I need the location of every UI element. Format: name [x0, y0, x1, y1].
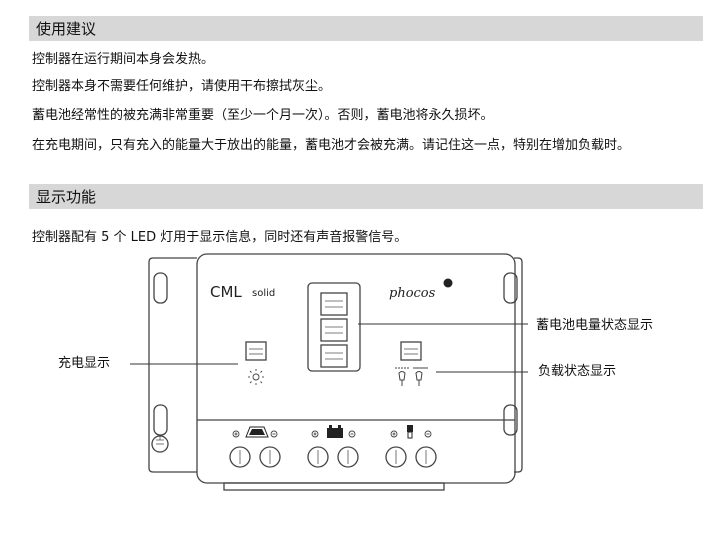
- terminal-screw-6: [415, 446, 437, 468]
- right-slot-top: [503, 272, 518, 304]
- usage-paragraph-2: 控制器本身不需要任何维护，请使用干布擦拭灰尘。: [32, 79, 332, 94]
- battery-led-1: [320, 292, 348, 316]
- model-sub-label: solid: [252, 288, 275, 299]
- left-slot-top: [153, 272, 168, 304]
- load-led: [400, 341, 422, 361]
- usage-paragraph-3: 蓄电池经常性的被充满非常重要（至少一个月一次）。否则，蓄电池将永久损坏。: [32, 108, 494, 123]
- callout-battery-status: 蓄电池电量状态显示: [536, 318, 654, 333]
- right-bracket: [514, 257, 523, 473]
- usage-paragraph-4: 在充电期间，只有充入的能量大于放出的能量，蓄电池才会被充满。请记住这一点，特别在…: [32, 138, 631, 153]
- left-bracket: [148, 257, 197, 473]
- lamp-icon: [395, 367, 428, 386]
- brand-label: phocos: [389, 286, 436, 301]
- section-header-display: 显示功能: [29, 184, 703, 209]
- terminal-screw-4: [337, 446, 359, 468]
- sun-icon: [248, 369, 264, 385]
- left-slot-bottom: [153, 404, 168, 436]
- terminal-screw-5: [385, 446, 407, 468]
- led-bay: [307, 282, 361, 372]
- section-heading-usage: 使用建议: [36, 20, 97, 38]
- bulb-icon: [407, 425, 413, 439]
- brand-dot: [443, 278, 453, 288]
- terminal-screw-3: [307, 446, 329, 468]
- model-label: CML: [210, 283, 242, 301]
- terminal-screw-1: [229, 446, 251, 468]
- section-heading-display: 显示功能: [36, 188, 97, 206]
- callout-charge-display: 充电显示: [58, 356, 111, 371]
- battery-led-3: [320, 344, 348, 368]
- battery-led-2: [320, 318, 348, 342]
- callout-load-status: 负载状态显示: [538, 364, 617, 379]
- terminal-strip: [223, 482, 445, 491]
- charge-led: [245, 341, 267, 361]
- section-header-usage: 使用建议: [29, 16, 703, 41]
- battery-icon: [327, 425, 343, 438]
- usage-paragraph-1: 控制器在运行期间本身会发热。: [32, 52, 215, 67]
- terminal-screw-2: [259, 446, 281, 468]
- display-intro: 控制器配有 5 个 LED 灯用于显示信息，同时还有声音报警信号。: [32, 230, 408, 245]
- plus-minus-marks: [232, 430, 432, 438]
- solar-panel-icon: [245, 426, 269, 438]
